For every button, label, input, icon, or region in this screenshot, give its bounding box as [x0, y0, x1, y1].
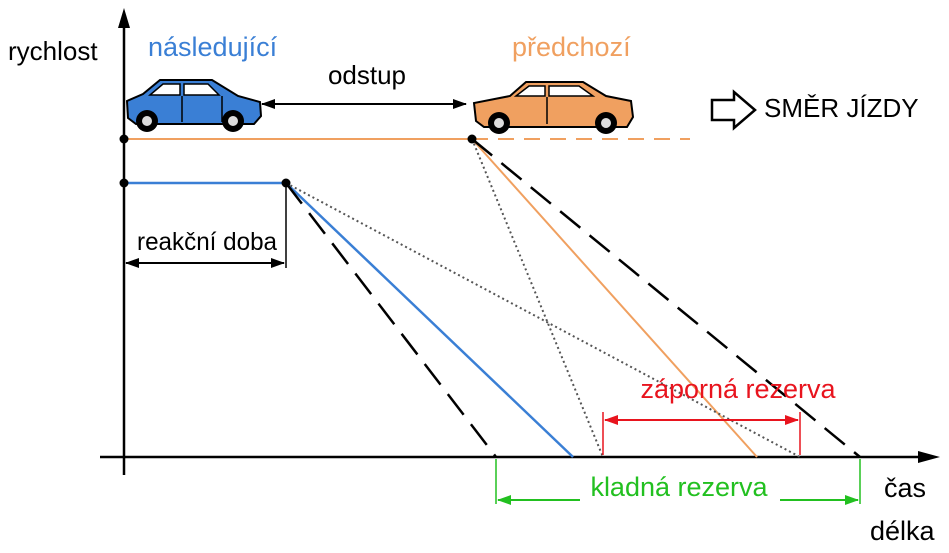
hollow-arrow-right-icon — [710, 89, 757, 131]
leader-speed-point — [119, 134, 129, 144]
follower-label: následující — [148, 32, 278, 62]
follower-strong-braking-dashed — [285, 182, 497, 458]
x-axis-label-time: čas — [884, 473, 926, 503]
leader-braking-line — [471, 138, 758, 458]
follower-braking-line — [285, 182, 574, 458]
y-axis-arrowhead — [118, 8, 130, 28]
follower-speed-point — [119, 178, 129, 188]
hatchback-car-icon — [125, 79, 263, 132]
y-axis-label: rychlost — [8, 36, 98, 66]
x-axis-label-length: délka — [870, 516, 936, 546]
positive-reserve-label-bg — [580, 470, 780, 504]
leader-label: předchozí — [512, 32, 631, 62]
leader-weak-braking-dashed — [471, 138, 861, 458]
direction-label: SMĚR JÍZDY — [764, 93, 919, 123]
leader-brake-start-point — [467, 134, 477, 144]
sedan-car-icon — [472, 81, 635, 134]
reaction-time-label-bg — [138, 224, 276, 256]
gap-label: odstup — [328, 60, 406, 90]
follower-weak-braking-dotted — [285, 182, 801, 458]
reaction-time-label: reakční doba — [137, 228, 277, 256]
negative-reserve-label: záporná rezerva — [640, 374, 836, 404]
positive-reserve-label: kladná rezerva — [590, 472, 768, 502]
x-axis-arrowhead — [918, 451, 940, 463]
leader-strong-braking-dotted — [471, 138, 604, 458]
